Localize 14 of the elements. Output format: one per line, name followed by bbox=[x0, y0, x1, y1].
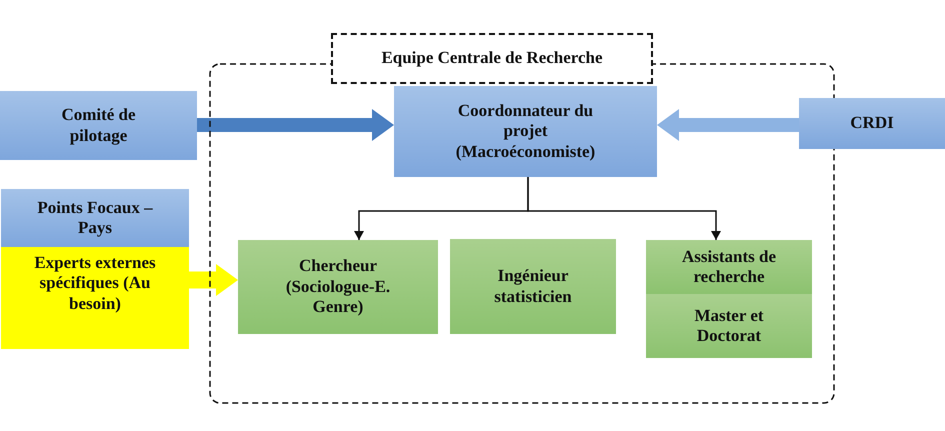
arrow bbox=[527, 177, 721, 240]
role-box: Assistants de recherche bbox=[646, 240, 812, 294]
highlight-box: Experts externes spécifiques (Au besoin) bbox=[1, 247, 189, 349]
process-box: Coordonnateur du projet (Macroéconomiste) bbox=[394, 86, 657, 177]
role-box: Ingénieur statisticien bbox=[450, 239, 616, 334]
process-box: CRDI bbox=[799, 98, 945, 149]
block-arrow bbox=[657, 109, 799, 141]
group-title: Equipe Centrale de Recherche bbox=[331, 33, 653, 84]
block-arrow bbox=[189, 264, 238, 296]
role-box: Chercheur (Sociologue-E. Genre) bbox=[238, 240, 438, 334]
block-arrow bbox=[197, 109, 394, 141]
process-box: Points Focaux – Pays bbox=[1, 189, 189, 247]
process-box: Comité de pilotage bbox=[0, 91, 197, 160]
role-box: Master et Doctorat bbox=[646, 294, 812, 358]
